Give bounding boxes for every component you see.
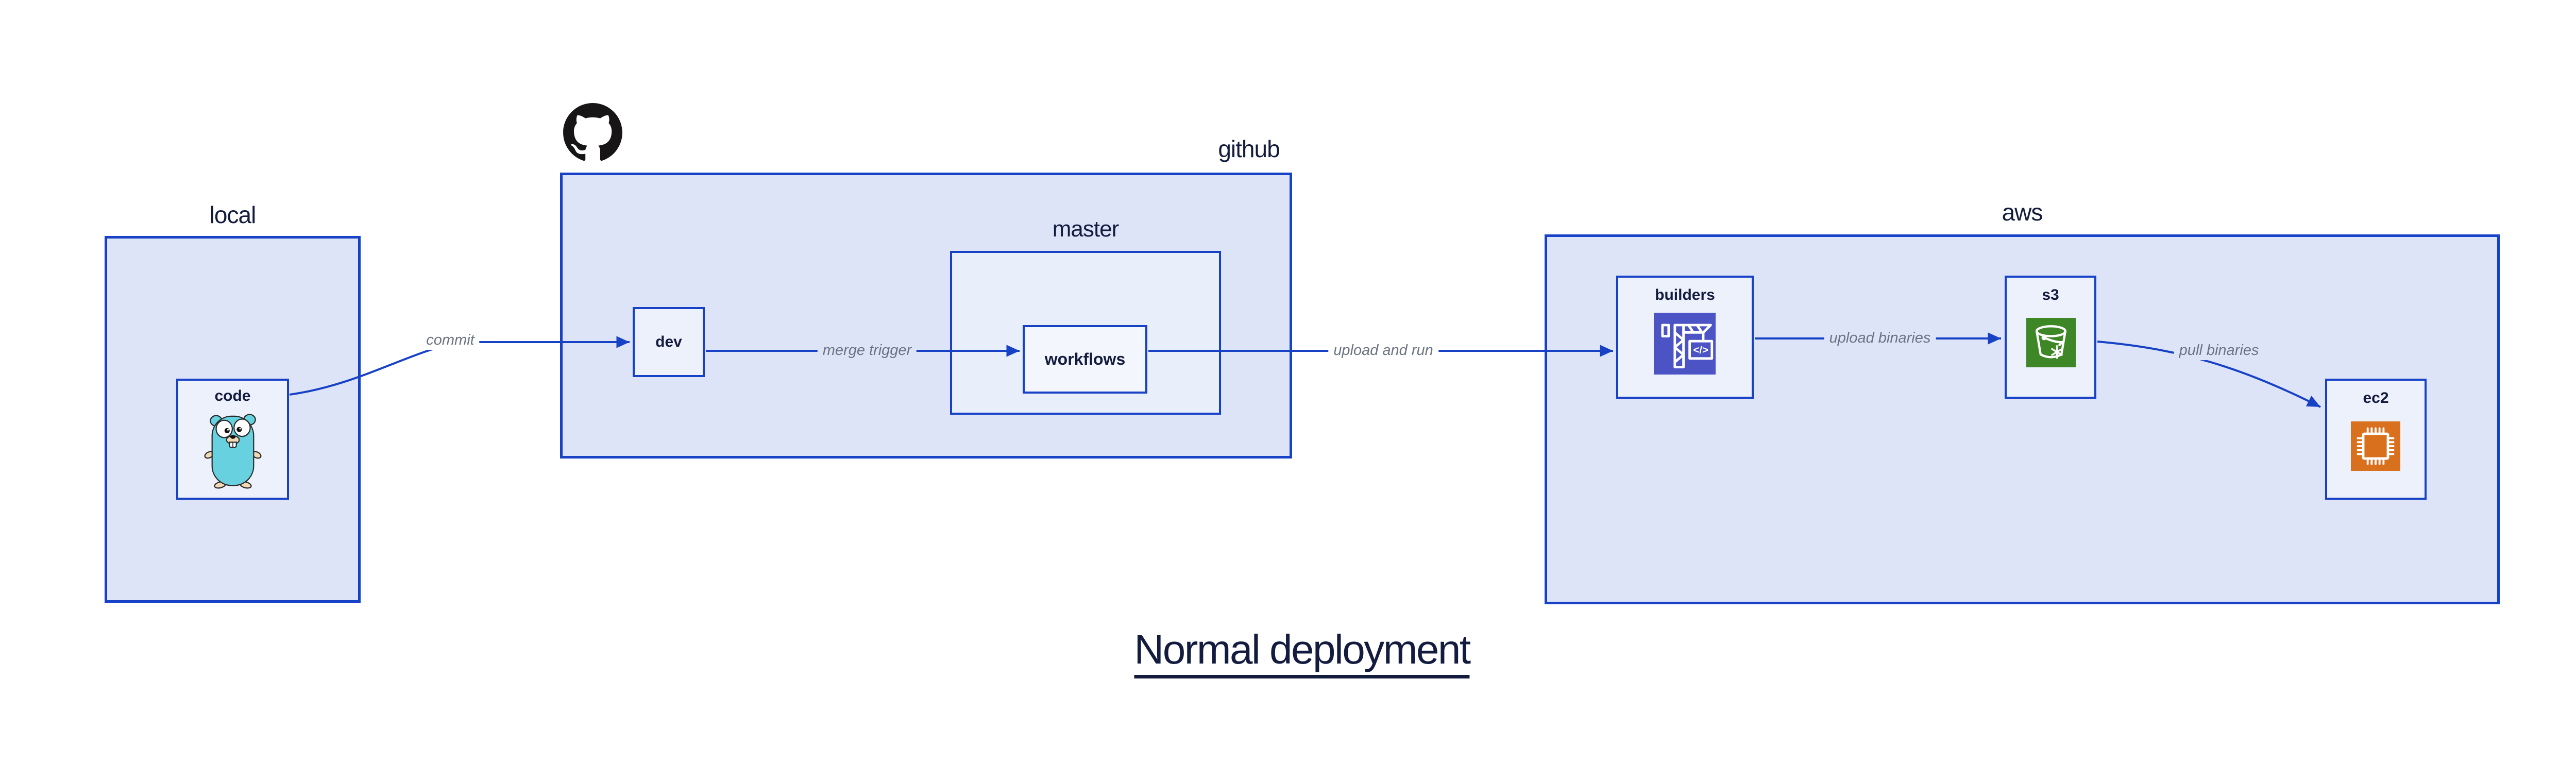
master-group-label: master xyxy=(1052,216,1119,242)
edge-label-pull-binaries: pull binaries xyxy=(2174,342,2264,360)
s3-node-label: s3 xyxy=(2042,286,2059,303)
aws-group-label: aws xyxy=(2002,199,2043,226)
edge-label-upload-binaries: upload binaries xyxy=(1824,329,1936,348)
diagram-title: Normal deployment xyxy=(1134,626,1471,678)
dev-node-box: dev xyxy=(633,307,705,377)
builders-node-label: builders xyxy=(1655,286,1715,303)
local-group-label: local xyxy=(209,201,257,228)
cpu-chip-icon xyxy=(2351,421,2400,471)
edge-label-merge-trigger: merge trigger xyxy=(817,342,917,360)
ec2-node-label: ec2 xyxy=(2363,389,2389,406)
github-group-label: github xyxy=(1218,135,1280,162)
edge-label-commit: commit xyxy=(421,331,480,350)
codebuild-code-glyph: </> xyxy=(1693,345,1708,356)
edge-commit xyxy=(289,336,630,396)
edge-label-upload-and-run: upload and run xyxy=(1328,342,1438,360)
github-logo-icon xyxy=(563,103,622,161)
edge-pull-binaries xyxy=(2097,341,2321,408)
workflows-node-box: workflows xyxy=(1023,325,1147,394)
dev-node-label: dev xyxy=(655,333,682,350)
workflows-node-label: workflows xyxy=(1044,350,1126,368)
code-node-label: code xyxy=(214,387,251,404)
go-gopher-icon xyxy=(204,414,262,489)
codebuild-crane-icon: </> xyxy=(1654,313,1716,375)
s3-bucket-snowflake-icon xyxy=(2026,318,2076,367)
